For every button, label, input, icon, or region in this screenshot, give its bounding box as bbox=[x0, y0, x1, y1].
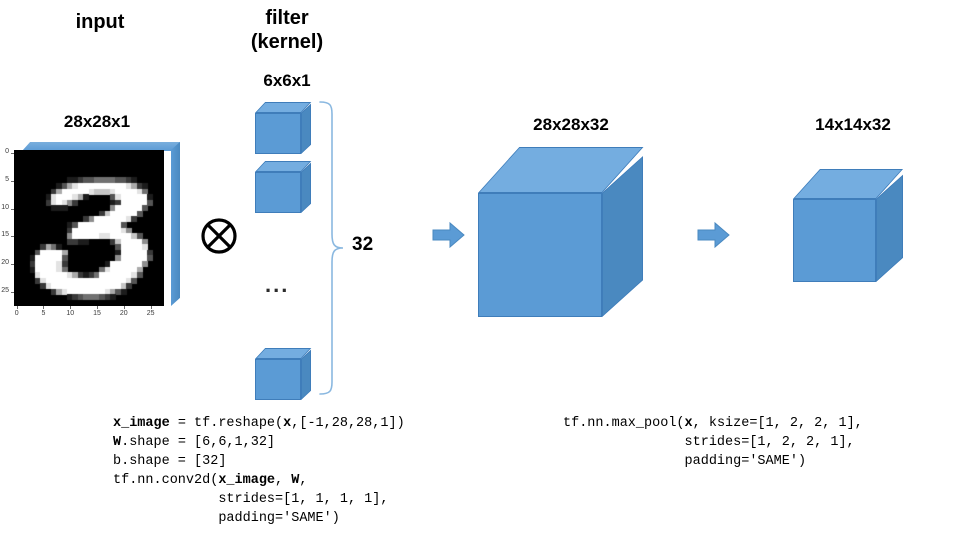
x-tick-mark bbox=[43, 306, 45, 309]
y-tick-label: 25 bbox=[1, 287, 9, 295]
conv-code-block: x_image = tf.reshape(x,[-1,28,28,1]) W.s… bbox=[113, 416, 405, 526]
x-tick-label: 25 bbox=[146, 310, 155, 317]
mnist-digit-plot bbox=[14, 150, 164, 306]
input-mnist-image bbox=[14, 141, 181, 314]
x-tick-mark bbox=[16, 306, 18, 309]
input-image-right-edge bbox=[171, 141, 180, 306]
filter-cube-n bbox=[255, 348, 312, 400]
y-tick-label: 0 bbox=[5, 147, 9, 155]
filter-cube-2 bbox=[255, 161, 312, 213]
y-tick-mark bbox=[11, 180, 14, 182]
filter-heading-line2: (kernel) bbox=[250, 31, 324, 53]
conv-output-cube bbox=[478, 147, 644, 317]
y-tick-mark bbox=[11, 292, 14, 294]
x-tick-label: 5 bbox=[41, 310, 46, 317]
y-tick-mark bbox=[11, 264, 14, 266]
filter-count-label: 32 bbox=[352, 234, 374, 255]
y-tick-label: 20 bbox=[1, 259, 9, 267]
conv-output-dim-label: 28x28x32 bbox=[533, 115, 609, 134]
y-tick-mark bbox=[11, 236, 14, 238]
arrow-featuremap-to-pool-icon bbox=[697, 221, 731, 254]
y-tick-mark bbox=[11, 152, 14, 154]
arrow-conv-to-featuremap-icon bbox=[432, 221, 466, 254]
x-tick-label: 20 bbox=[119, 310, 128, 317]
convolution-operator-icon bbox=[199, 216, 239, 256]
input-dim-label: 28x28x1 bbox=[63, 112, 131, 131]
y-tick-label: 5 bbox=[5, 175, 9, 183]
x-tick-mark bbox=[70, 306, 72, 309]
x-tick-mark bbox=[123, 306, 125, 309]
pool-output-cube bbox=[793, 169, 904, 282]
y-tick-label: 10 bbox=[1, 203, 9, 211]
filter-dim-label: 6x6x1 bbox=[263, 71, 311, 90]
filter-cube-1 bbox=[255, 102, 312, 154]
input-heading: input bbox=[75, 11, 125, 33]
filter-ellipsis: ... bbox=[265, 272, 290, 297]
y-tick-mark bbox=[11, 208, 14, 210]
x-tick-label: 15 bbox=[93, 310, 101, 317]
x-tick-mark bbox=[97, 306, 99, 309]
x-tick-mark bbox=[150, 306, 152, 309]
x-tick-label: 0 bbox=[14, 310, 19, 317]
maxpool-code-block: tf.nn.max_pool(x, ksize=[1, 2, 2, 1], st… bbox=[563, 416, 863, 469]
pool-output-dim-label: 14x14x32 bbox=[815, 115, 891, 134]
x-tick-label: 10 bbox=[66, 310, 75, 317]
filter-count-brace bbox=[318, 100, 352, 396]
y-tick-label: 15 bbox=[1, 231, 9, 239]
filter-heading-line1: filter bbox=[265, 7, 309, 29]
